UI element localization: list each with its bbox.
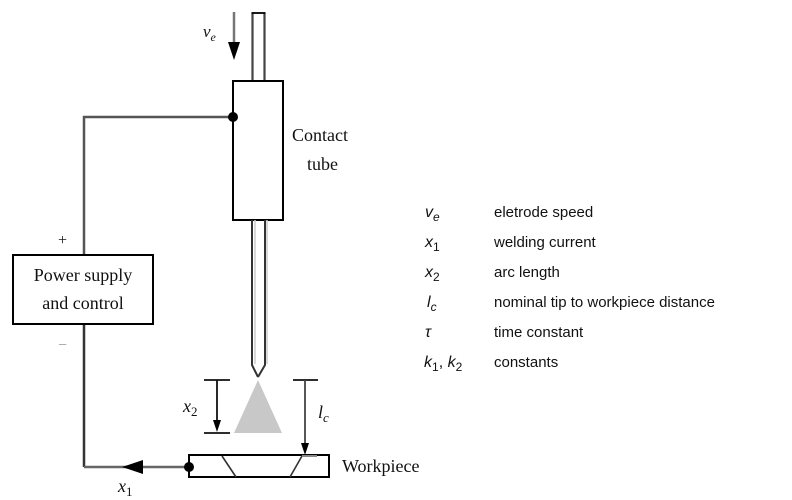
arc-length-dimension (204, 379, 230, 434)
tip-distance-dimension (293, 379, 318, 455)
workpiece (188, 454, 330, 478)
svg-text:τ: τ (425, 324, 432, 341)
svg-text:welding current: welding current (493, 234, 597, 251)
legend-item-electrode-speed: ve eletrode speed (425, 204, 593, 224)
svg-text:nominal tip to workpiece dista: nominal tip to workpiece distance (494, 294, 715, 311)
contact-tube-label-line1: Contact (292, 125, 348, 145)
legend-item-welding-current: x1 welding current (424, 234, 597, 254)
legend-item-arc-length: x2 arc length (424, 264, 560, 284)
electrode-wire-bottom (251, 220, 268, 378)
svg-text:constants: constants (494, 354, 558, 371)
contact-tube (232, 80, 284, 221)
svg-text:x2: x2 (424, 264, 440, 284)
legend-item-time-constant: τ time constant (425, 324, 584, 341)
negative-terminal-label: − (58, 337, 67, 354)
svg-text:k1, k2: k1, k2 (424, 354, 463, 374)
power-supply-box (12, 254, 154, 325)
electrode-wire-top (251, 12, 266, 80)
contact-tube-label-line2: tube (307, 154, 338, 174)
legend-item-tip-distance: lc nominal tip to workpiece distance (427, 294, 715, 314)
welding-arc (234, 380, 282, 433)
power-supply-label-line2: and control (42, 293, 123, 313)
svg-text:arc length: arc length (494, 264, 560, 281)
weld-groove (221, 455, 317, 478)
svg-text:ve: ve (425, 204, 440, 224)
svg-text:x1: x1 (424, 234, 440, 254)
legend: ve eletrode speed x1 welding current x2 … (424, 204, 715, 374)
power-supply-label-line1: Power supply (34, 265, 133, 285)
workpiece-label: Workpiece (342, 456, 420, 476)
workpiece-junction (184, 462, 194, 472)
arc-length-label: x2 (182, 396, 198, 419)
legend-item-constants: k1, k2 constants (424, 354, 558, 374)
tip-distance-label: lc (318, 402, 329, 425)
welding-current-label: x1 (117, 476, 133, 499)
contact-tube-junction (228, 112, 238, 122)
electrode-speed-label: ve (203, 22, 217, 44)
svg-text:time constant: time constant (494, 324, 584, 341)
positive-terminal-label: + (58, 232, 67, 249)
current-direction-arrow (122, 460, 143, 474)
positive-wire (82, 115, 233, 255)
electrode-speed-arrow (228, 12, 240, 60)
svg-text:lc: lc (427, 294, 437, 314)
svg-text:eletrode speed: eletrode speed (494, 204, 593, 221)
